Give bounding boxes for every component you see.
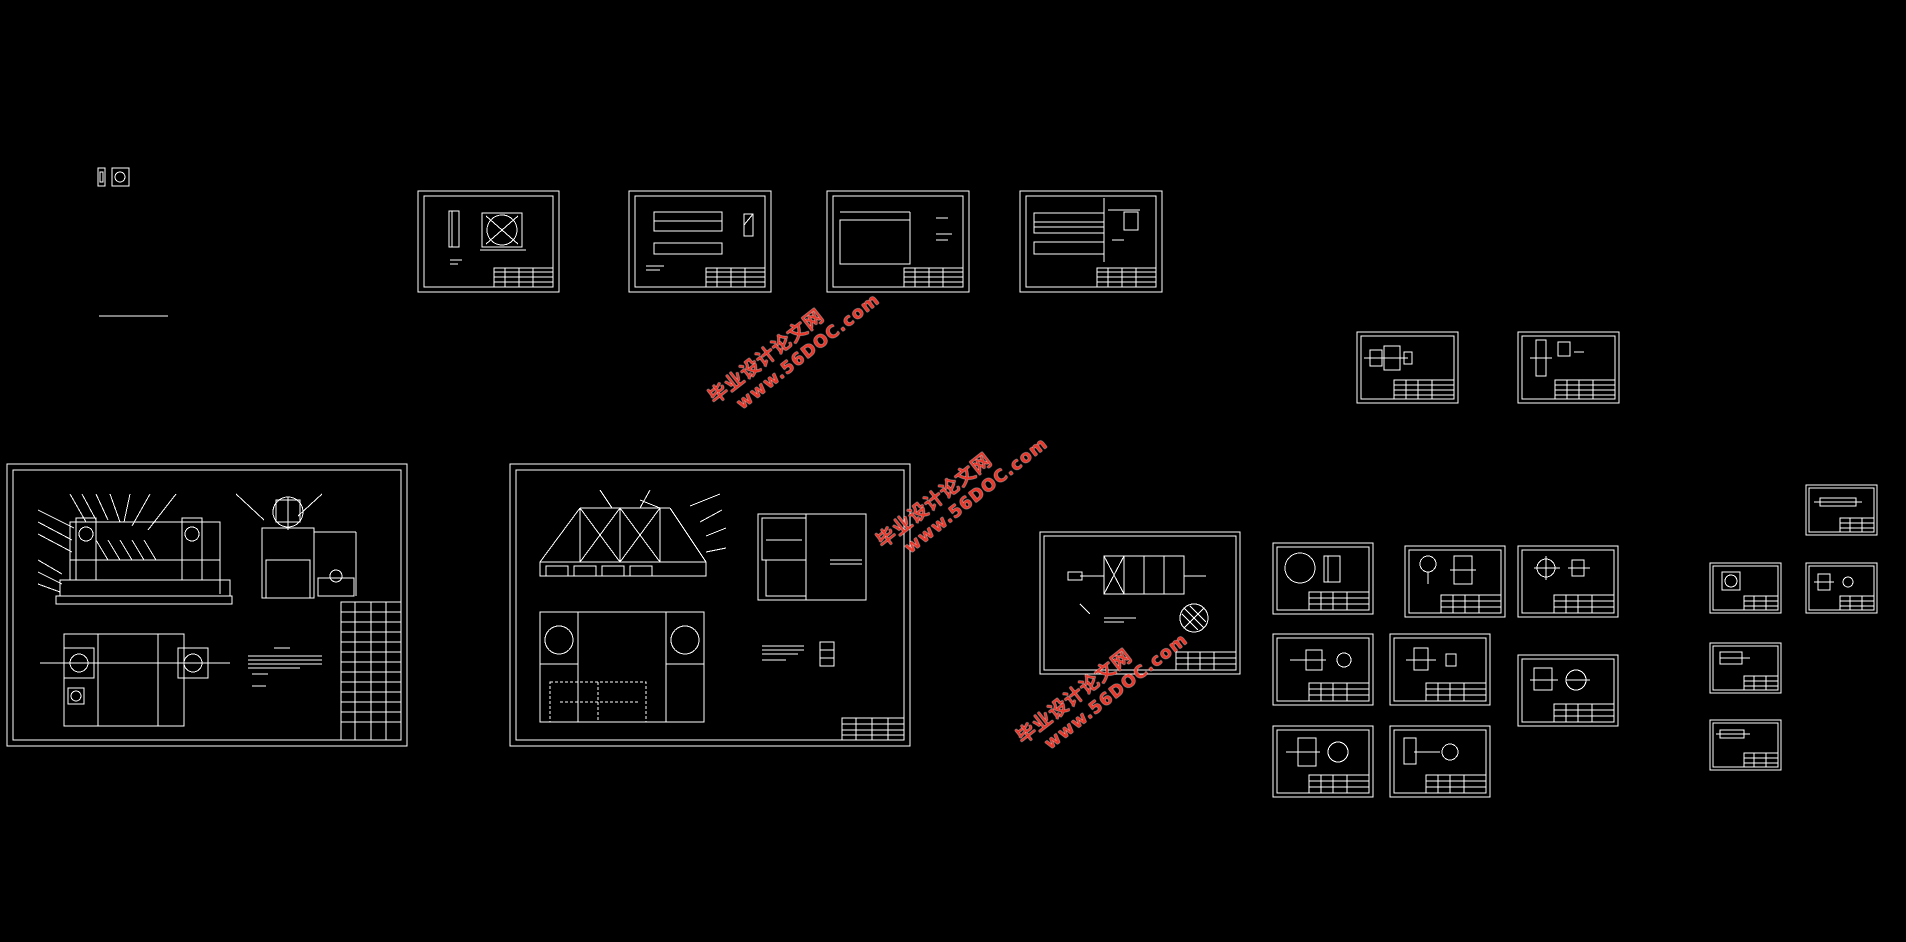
drawing-sheet-part-18[interactable] bbox=[1709, 642, 1782, 694]
drawing-sheet-part-14[interactable] bbox=[1389, 725, 1491, 798]
drawing-sheet-part-5[interactable] bbox=[1356, 331, 1459, 404]
drawing-sheet-conveyor[interactable] bbox=[1039, 531, 1241, 675]
drawing-sheet-assembly-1[interactable] bbox=[6, 463, 408, 747]
drawing-sheet-part-17[interactable] bbox=[1805, 562, 1878, 614]
drawing-sheet-part-1[interactable] bbox=[417, 190, 560, 293]
drawing-sheet-part-10[interactable] bbox=[1272, 633, 1374, 706]
drawing-sheet-part-16[interactable] bbox=[1709, 562, 1782, 614]
drawing-sheet-part-2[interactable] bbox=[628, 190, 772, 293]
drawing-sheet-part-13[interactable] bbox=[1272, 725, 1374, 798]
drawing-sheet-part-19[interactable] bbox=[1709, 719, 1782, 771]
drawing-sheet-assembly-2[interactable] bbox=[509, 463, 911, 747]
drawing-sheet-part-8[interactable] bbox=[1404, 545, 1506, 618]
loose-object-small-parts[interactable] bbox=[97, 167, 130, 187]
drawing-sheet-part-15[interactable] bbox=[1805, 484, 1878, 536]
drawing-sheet-part-3[interactable] bbox=[826, 190, 970, 293]
drawing-sheet-part-4[interactable] bbox=[1019, 190, 1163, 293]
drawing-sheet-part-6[interactable] bbox=[1517, 331, 1620, 404]
drawing-sheet-part-12[interactable] bbox=[1517, 654, 1619, 727]
drawing-sheet-part-7[interactable] bbox=[1272, 542, 1374, 615]
drawing-sheet-part-9[interactable] bbox=[1517, 545, 1619, 618]
drawing-sheet-part-11[interactable] bbox=[1389, 633, 1491, 706]
